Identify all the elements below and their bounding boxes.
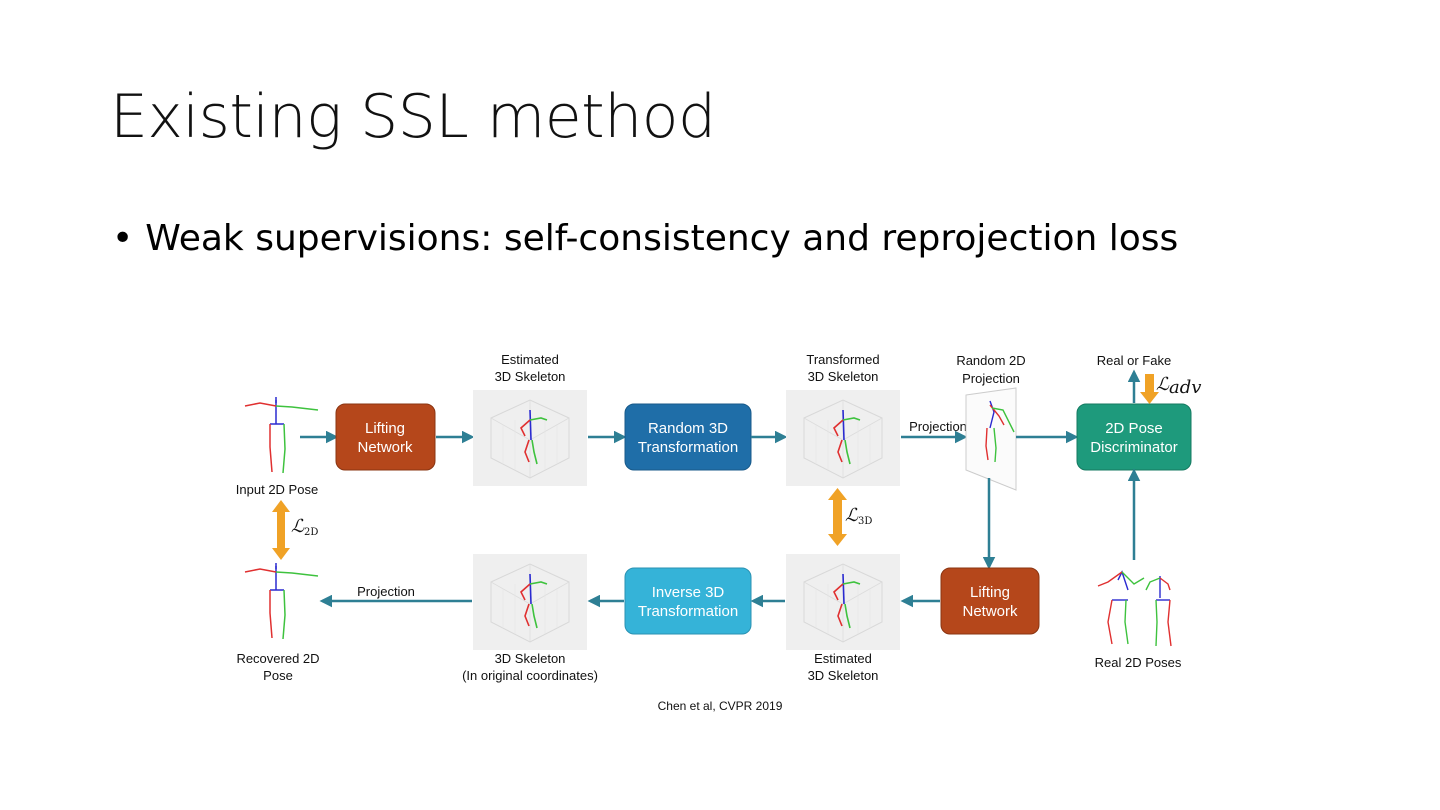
recovered-2d-pose-skeleton — [244, 562, 319, 640]
citation: Chen et al, CVPR 2019 — [658, 699, 783, 713]
estimated-3d-skeleton-plot-top — [472, 389, 588, 487]
random-2d-projection-label-2: Projection — [962, 371, 1020, 386]
l3d-loss-label: ℒ3D — [845, 505, 872, 527]
lifting-network-box-bottom — [940, 567, 1040, 635]
inverse-3d-transformation-box — [624, 567, 752, 635]
lifting-network-box-top — [335, 403, 436, 471]
estimated-3d-skeleton-plot-bottom — [785, 553, 901, 651]
random-2d-projection-label-1: Random 2D — [956, 353, 1025, 368]
random-3d-transformation-box — [624, 403, 752, 471]
l2d-loss-label: ℒ2D — [291, 516, 318, 538]
transformed-3d-label-2: 3D Skeleton — [808, 369, 879, 384]
estimated-3d-bottom-label-1: Estimated — [814, 651, 872, 666]
inverse-3d-line2: Transformation — [638, 603, 738, 620]
skeleton-original-label-1: 3D Skeleton — [495, 651, 566, 666]
l2d-loss-arrow — [272, 500, 290, 560]
bullet-point: • Weak supervisions: self-consistency and… — [112, 218, 1178, 259]
real-2d-poses-label: Real 2D Poses — [1095, 655, 1182, 670]
projection-bottom-label: Projection — [357, 584, 415, 599]
transformed-3d-skeleton-plot — [785, 389, 901, 487]
recovered-2d-pose-label-1: Recovered 2D — [236, 651, 319, 666]
lifting-network-top-line2: Network — [357, 439, 413, 456]
slide-title: Existing SSL method — [110, 82, 716, 152]
random-3d-line2: Transformation — [638, 439, 738, 456]
real-2d-poses-skeletons — [1097, 570, 1172, 647]
input-2d-pose-label: Input 2D Pose — [236, 482, 318, 497]
discriminator-line1: 2D Pose — [1105, 420, 1163, 437]
skeleton-original-label-2: (In original coordinates) — [462, 668, 598, 683]
input-2d-pose-skeleton — [244, 396, 319, 474]
estimated-3d-top-label-1: Estimated — [501, 352, 559, 367]
lifting-network-bottom-line1: Lifting — [970, 584, 1010, 601]
recovered-2d-pose-label-2: Pose — [263, 668, 293, 683]
lifting-network-top-line1: Lifting — [365, 420, 405, 437]
estimated-3d-top-label-2: 3D Skeleton — [495, 369, 566, 384]
transformed-3d-label-1: Transformed — [806, 352, 879, 367]
lifting-network-bottom-line2: Network — [962, 603, 1018, 620]
discriminator-line2: Discriminator — [1090, 439, 1178, 456]
ladv-loss-arrow — [1140, 374, 1159, 404]
random-2d-projection-plane — [965, 387, 1017, 491]
skeleton-original-coordinates-plot — [472, 553, 588, 651]
real-or-fake-label: Real or Fake — [1097, 353, 1171, 368]
random-3d-line1: Random 3D — [648, 420, 728, 437]
l3d-loss-arrow — [828, 488, 847, 546]
bullet-text: Weak supervisions: self-consistency and … — [145, 218, 1179, 259]
estimated-3d-bottom-label-2: 3D Skeleton — [808, 668, 879, 683]
discriminator-box — [1076, 403, 1192, 471]
ladv-loss-label: ℒadv — [1156, 374, 1201, 398]
inverse-3d-line1: Inverse 3D — [652, 584, 725, 601]
bullet-dot: • — [112, 218, 134, 259]
projection-top-label: Projection — [909, 419, 967, 434]
